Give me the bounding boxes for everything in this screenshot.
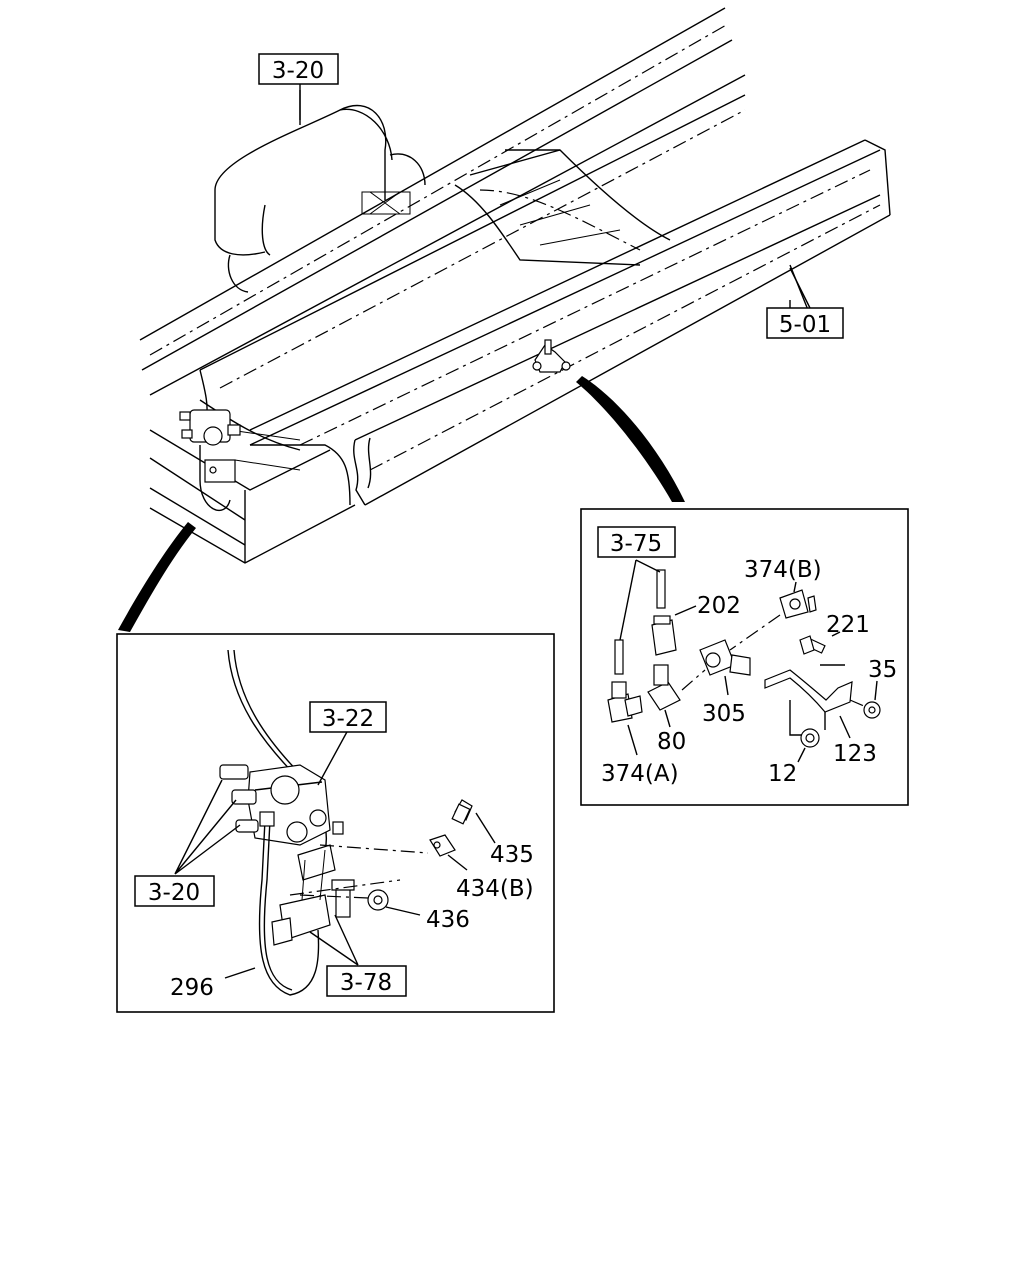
ref-box-3-20-top[interactable]: 3-20 xyxy=(258,53,339,85)
chassis-frame-illustration xyxy=(139,7,891,564)
ref-label-3-20-left: 3-20 xyxy=(148,880,200,906)
ref-box-3-78[interactable]: 3-78 xyxy=(326,965,407,997)
part-label-123: 123 xyxy=(833,741,877,767)
part-label-436: 436 xyxy=(426,907,470,933)
part-label-35: 35 xyxy=(868,657,897,683)
valve-assembly-small xyxy=(179,369,241,512)
part-label-80: 80 xyxy=(657,729,686,755)
part-label-202: 202 xyxy=(697,593,741,619)
ref-label-5-01: 5-01 xyxy=(779,312,831,338)
ref-box-5-01[interactable]: 5-01 xyxy=(766,307,844,339)
part-label-434b: 434(B) xyxy=(456,876,534,902)
fitting-assembly-detail xyxy=(607,559,881,748)
ref-box-3-75[interactable]: 3-75 xyxy=(597,526,676,558)
ref-label-3-78: 3-78 xyxy=(340,970,392,996)
part-label-435: 435 xyxy=(490,842,534,868)
part-label-305: 305 xyxy=(702,701,746,727)
callout-band-left xyxy=(118,522,196,632)
part-label-12: 12 xyxy=(768,761,797,787)
ref-label-3-22: 3-22 xyxy=(322,706,374,732)
ref-label-3-20-top: 3-20 xyxy=(272,58,324,84)
fitting-assembly-small xyxy=(532,339,571,373)
ref-box-3-20-left[interactable]: 3-20 xyxy=(134,875,215,907)
part-label-374b: 374(B) xyxy=(744,557,822,583)
part-label-221: 221 xyxy=(826,612,870,638)
ref-label-3-75: 3-75 xyxy=(610,531,662,557)
ref-box-3-22[interactable]: 3-22 xyxy=(309,701,387,733)
part-label-296: 296 xyxy=(170,975,214,1001)
callout-band-right xyxy=(576,376,685,502)
part-label-374a: 374(A) xyxy=(601,761,679,787)
valve-assembly-detail xyxy=(219,649,473,996)
detail-panel-left xyxy=(116,633,555,1013)
detail-panel-right xyxy=(580,508,909,806)
